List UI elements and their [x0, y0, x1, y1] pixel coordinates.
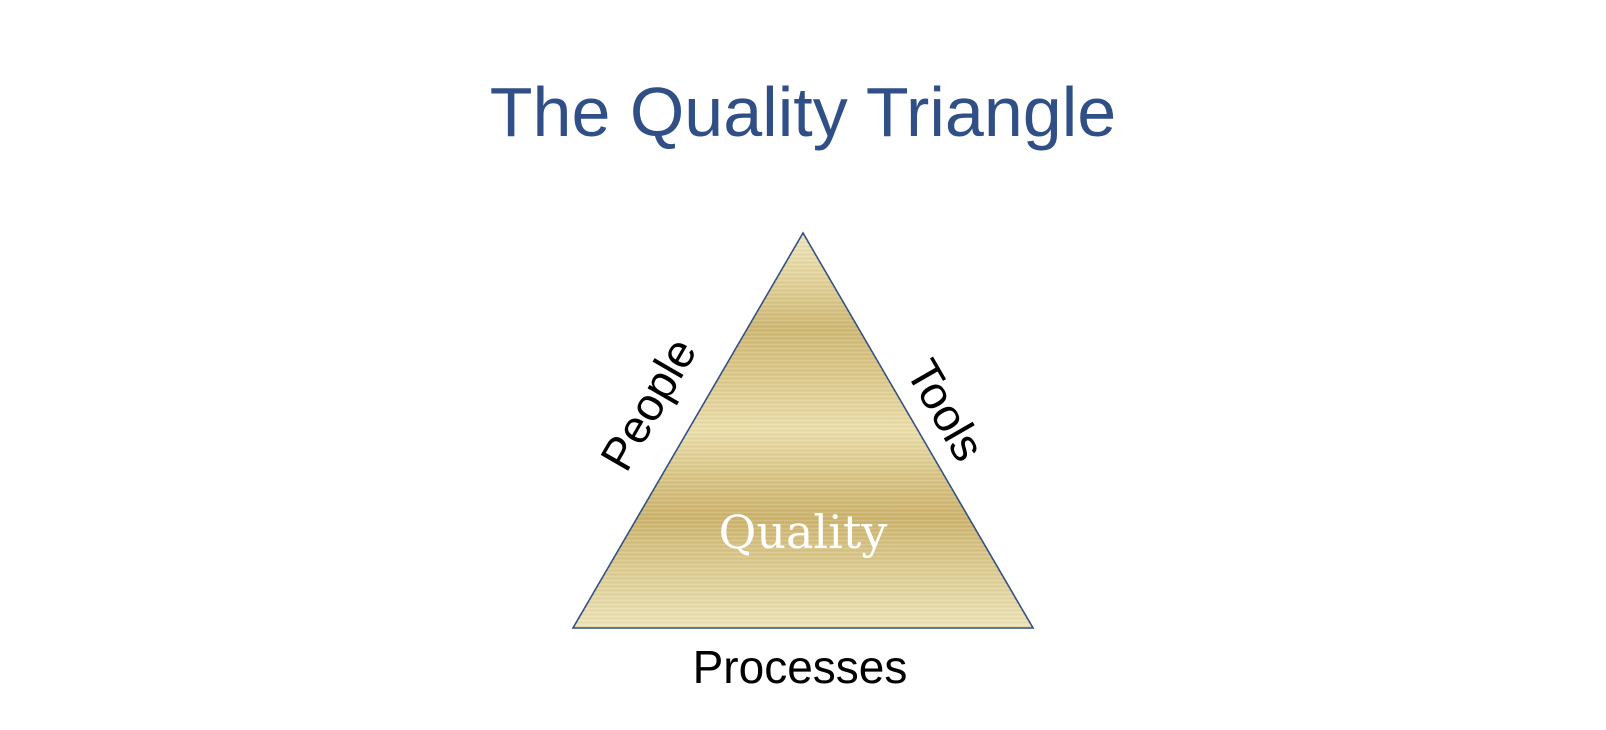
slide-title: The Quality Triangle — [489, 73, 1117, 151]
quality-label: Quality — [719, 505, 888, 559]
triangle-texture — [573, 233, 1033, 628]
processes-label: Processes — [693, 641, 908, 693]
